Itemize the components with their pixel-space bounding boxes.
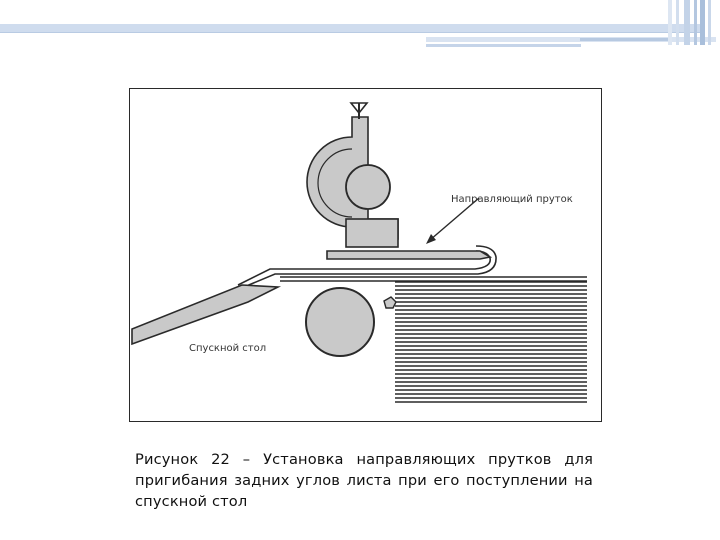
figure-caption: Рисунок 22 – Установка направляющих прут… bbox=[135, 451, 593, 510]
delivery-table bbox=[131, 284, 282, 346]
label-arrow bbox=[429, 197, 480, 241]
holder-base bbox=[345, 218, 399, 248]
guide-rod-diagram: Направляющий пруток Спускной стол bbox=[131, 102, 587, 403]
label-guide-rod: Направляющий пруток bbox=[451, 194, 573, 205]
sheet-path-outer bbox=[243, 245, 497, 288]
figure-frame: Направляющий пруток Спускной стол bbox=[129, 88, 602, 422]
screw-handle bbox=[349, 102, 369, 115]
paper-stack bbox=[395, 281, 587, 403]
holder-knob bbox=[345, 164, 391, 210]
top-sheet bbox=[280, 276, 587, 282]
pin bbox=[383, 296, 397, 309]
guide-rod-bar bbox=[326, 250, 493, 260]
roller bbox=[305, 287, 375, 357]
slide-header-decoration bbox=[0, 0, 716, 47]
label-delivery-table: Спускной стол bbox=[189, 343, 266, 354]
